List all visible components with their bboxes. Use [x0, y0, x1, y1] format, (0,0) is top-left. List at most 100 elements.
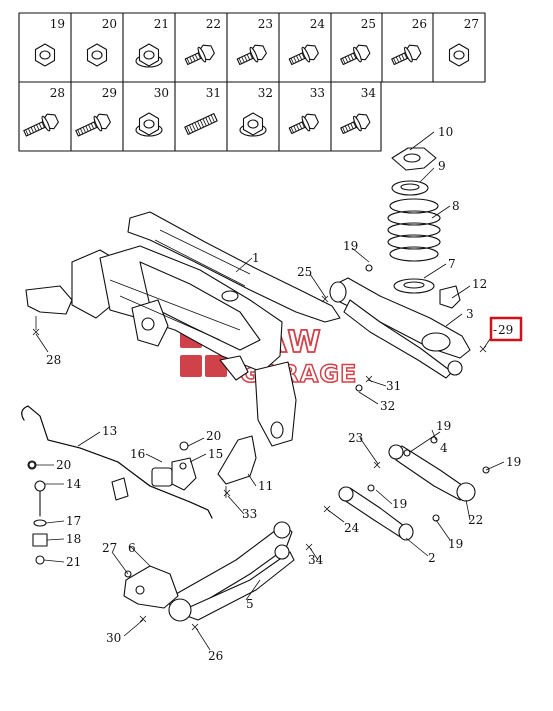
- callout-26: 26: [208, 649, 223, 663]
- fastener-cell-28[interactable]: 28: [22, 86, 65, 141]
- callout-30: 30: [106, 631, 121, 645]
- callout-2: 2: [428, 551, 436, 565]
- callout-25: 25: [297, 265, 312, 279]
- callout-17: 17: [66, 514, 81, 528]
- fastener-flange-nut-icon: [135, 43, 163, 68]
- callout-19-e: 19: [448, 537, 463, 551]
- callout-5: 5: [246, 597, 254, 611]
- leader-lines: [35, 131, 505, 651]
- fastener-cell-20[interactable]: 20: [86, 17, 118, 67]
- fastener-hex-nut-icon: [86, 43, 108, 67]
- fastener-number: 29: [102, 86, 117, 100]
- fastener-number: 19: [50, 17, 65, 31]
- fastener-cell-26[interactable]: 26: [390, 17, 427, 69]
- callout-24: 24: [344, 521, 360, 535]
- fastener-cell-27[interactable]: 27: [448, 17, 480, 67]
- fastener-number: 28: [50, 86, 65, 100]
- fastener-bolt-icon: [340, 113, 371, 135]
- fastener-long-bolt-icon: [75, 113, 111, 137]
- fastener-cell-19[interactable]: 19: [34, 17, 66, 67]
- callout-19-a: 19: [343, 239, 358, 253]
- fastener-cell-25[interactable]: 25: [339, 17, 376, 69]
- fastener-number: 34: [361, 86, 377, 100]
- callout-29: 29: [498, 323, 513, 337]
- callout-20-a: 20: [206, 429, 221, 443]
- fastener-bolt-icon: [288, 44, 319, 66]
- fastener-stud-icon: [184, 113, 218, 135]
- fastener-number: 24: [310, 17, 326, 31]
- fastener-number: 32: [258, 86, 273, 100]
- callout-31: 31: [386, 379, 401, 393]
- lateral-arm-4: [388, 444, 476, 502]
- callout-23: 23: [348, 431, 363, 445]
- callout-32: 32: [380, 399, 395, 413]
- fastener-flange-nut-icon: [239, 112, 267, 137]
- upper-control-arm: [329, 277, 471, 379]
- callout-15: 15: [208, 447, 223, 461]
- callout-18: 18: [66, 532, 81, 546]
- callout-20-b: 20: [56, 458, 71, 472]
- callout-19-c: 19: [506, 455, 521, 469]
- fastener-bolt-icon: [236, 44, 267, 66]
- callout-13: 13: [102, 424, 117, 438]
- fastener-number: 23: [258, 17, 273, 31]
- callout-22: 22: [468, 513, 483, 527]
- callout-16: 16: [130, 447, 145, 461]
- callout-27: 27: [102, 541, 117, 555]
- fastener-number: 33: [310, 86, 325, 100]
- callout-1: 1: [252, 251, 260, 265]
- fastener-cell-29[interactable]: 29: [74, 86, 117, 141]
- bracket-11: [217, 435, 257, 498]
- fastener-number: 30: [154, 86, 169, 100]
- fastener-number: 27: [464, 17, 479, 31]
- fastener-number: 21: [154, 17, 169, 31]
- callout-19-b: 19: [436, 419, 451, 433]
- callout-28: 28: [46, 353, 61, 367]
- fastener-bolt-icon: [288, 113, 319, 135]
- fastener-cell-23[interactable]: 23: [235, 17, 273, 69]
- highlighted-callout-29[interactable]: 29 -: [489, 316, 523, 342]
- callout-9: 9: [438, 159, 446, 173]
- spring-stack: [387, 147, 461, 309]
- fastener-cell-22[interactable]: 22: [183, 17, 221, 69]
- callout-21: 21: [66, 555, 81, 569]
- callout-8: 8: [452, 199, 460, 213]
- callout-6: 6: [128, 541, 136, 555]
- fastener-bolt-icon: [340, 44, 371, 66]
- fastener-number: 25: [361, 17, 376, 31]
- fastener-cell-33[interactable]: 33: [287, 86, 325, 138]
- svg-text:-: -: [493, 323, 497, 337]
- callout-7: 7: [448, 257, 456, 271]
- fastener-number: 26: [412, 17, 427, 31]
- fastener-hex-nut-icon: [448, 43, 470, 67]
- callout-14: 14: [66, 477, 82, 491]
- lateral-arm-2: [338, 486, 414, 541]
- callout-labels: 1 10 9 8 19 7 25 12 3 28 31 32 13 20 16 …: [46, 125, 521, 663]
- fastener-grid: 19 20 21 22 23 24 25 26 27 28 29 30 31 32 33 34: [18, 12, 486, 152]
- fastener-cell-30[interactable]: 30: [135, 86, 169, 137]
- fastener-flange-nut-icon: [135, 112, 163, 137]
- fastener-bolt-icon: [391, 44, 422, 66]
- fastener-cell-24[interactable]: 24: [287, 17, 325, 69]
- callout-11: 11: [258, 479, 273, 493]
- fastener-hex-nut-icon: [34, 43, 56, 67]
- fastener-long-bolt-icon: [23, 113, 59, 137]
- highlight-box: [489, 316, 523, 342]
- callout-10: 10: [438, 125, 453, 139]
- rear-subframe: [25, 211, 341, 447]
- callout-34: 34: [308, 553, 324, 567]
- fastener-bolt-icon: [184, 44, 215, 66]
- fastener-number: 22: [206, 17, 221, 31]
- fastener-cell-21[interactable]: 21: [135, 17, 169, 68]
- callout-4: 4: [440, 441, 448, 455]
- fastener-number: 20: [102, 17, 117, 31]
- callout-3: 3: [466, 307, 474, 321]
- fastener-cell-31[interactable]: 31: [184, 86, 221, 135]
- fastener-cell-32[interactable]: 32: [239, 86, 273, 137]
- trailing-arm: [123, 521, 295, 622]
- fastener-number: 31: [206, 86, 221, 100]
- callout-33: 33: [242, 507, 257, 521]
- fastener-cell-34[interactable]: 34: [339, 86, 377, 138]
- callout-12: 12: [472, 277, 487, 291]
